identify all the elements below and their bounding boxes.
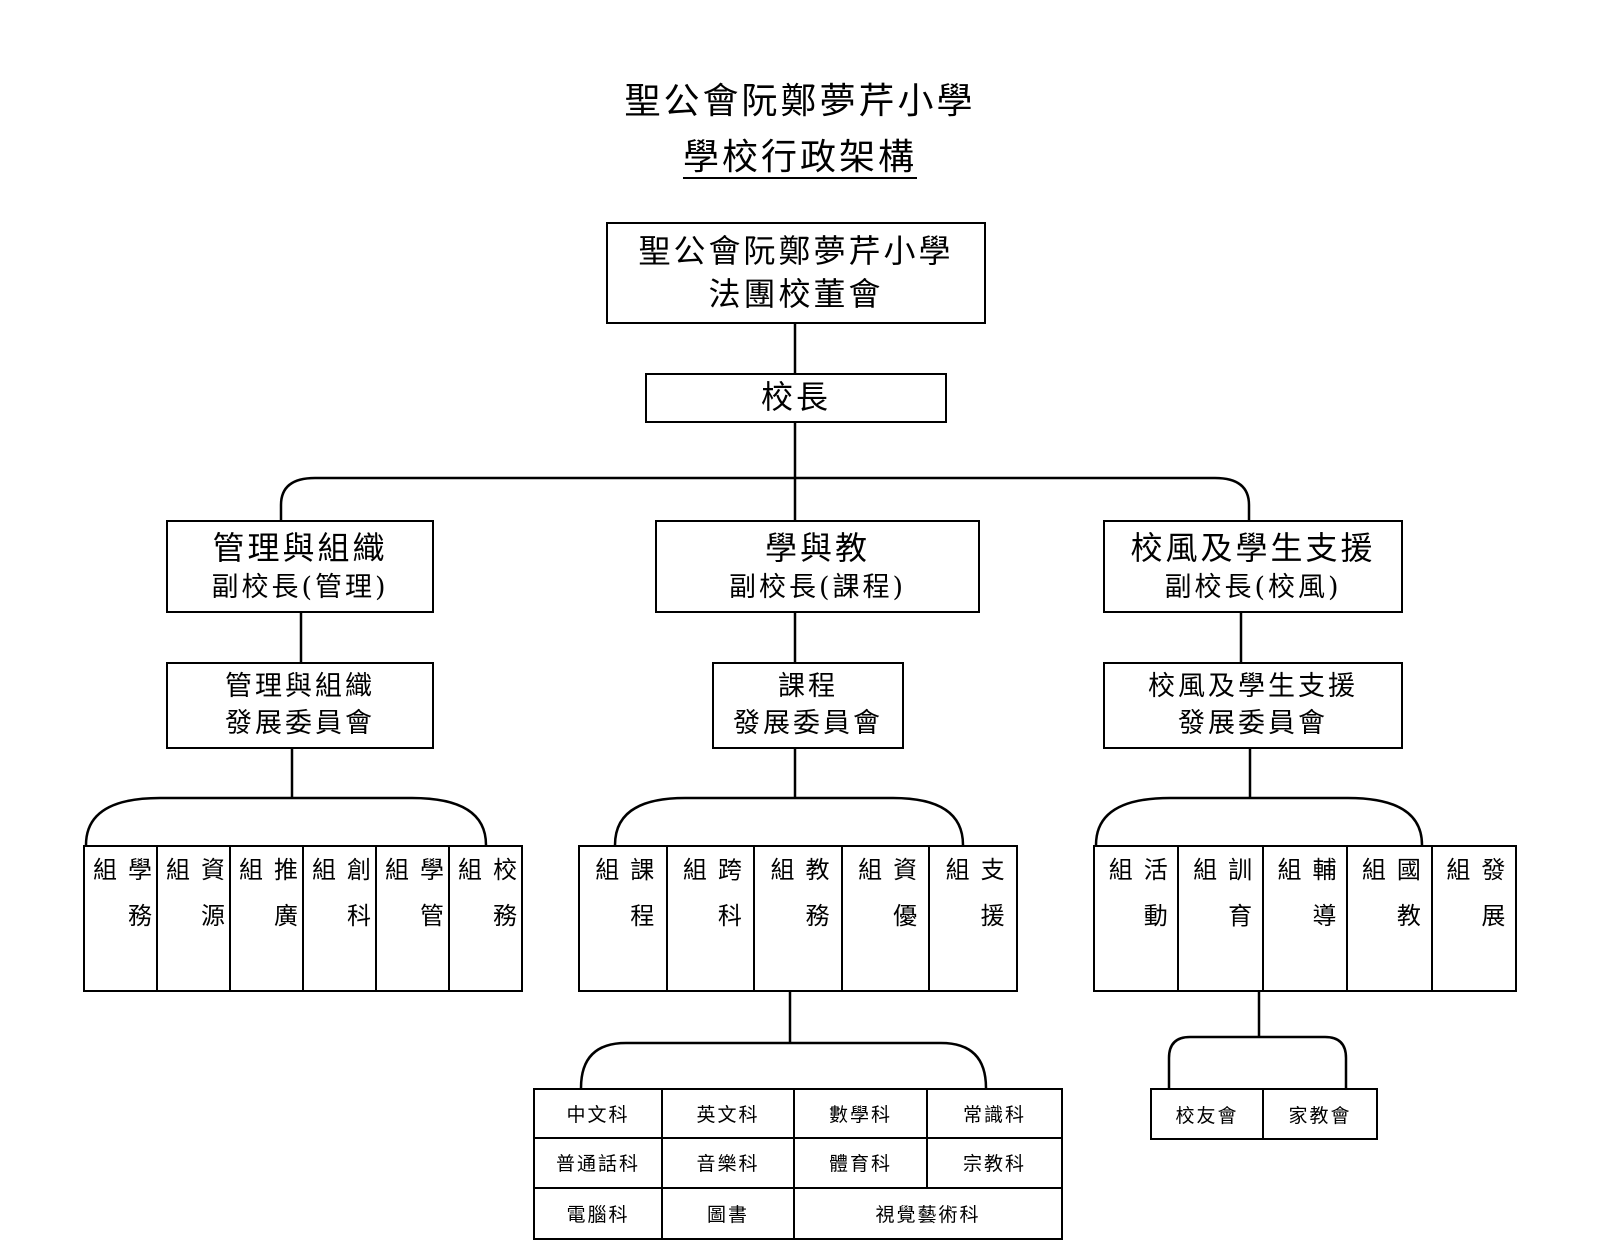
subject-cell: 音樂科: [663, 1139, 795, 1189]
groups-school-culture: 活動組 訓育組 輔導組 國教組 發展組: [1093, 845, 1517, 992]
association-cell: 家教會: [1288, 1104, 1352, 1127]
subject-cell: 電腦科: [535, 1188, 663, 1238]
subject-cell: 常識科: [928, 1090, 1061, 1140]
groups-management: 學務組 資源組 推廣組 創科組 學管組 校務組: [83, 845, 523, 992]
page-title: 聖公會阮鄭夢芹小學: [624, 81, 976, 122]
branch-vp: 副校長(課程): [728, 571, 907, 603]
branch-name: 校風及學生支援: [1130, 528, 1376, 567]
subject-cell: 體育科: [795, 1139, 928, 1189]
subject-cell: 視覺藝術科: [875, 1203, 981, 1226]
branch-name: 學與教: [764, 528, 870, 567]
group-cell: 推廣組: [229, 847, 302, 990]
board-box: 聖公會阮鄭夢芹小學 法團校董會: [606, 222, 986, 324]
committee-line2: 發展委員會: [1178, 707, 1328, 739]
group-cell: 訓育組: [1177, 847, 1261, 990]
group-cell: 資優組: [840, 847, 929, 990]
associations-row: 校友會 家教會: [1150, 1088, 1378, 1140]
subjects-grid: 中文科 英文科 數學科 常識科 普通話科 音樂科 體育科 宗教科 電腦科 圖書 …: [533, 1088, 1063, 1240]
group-cell: 發展組: [1430, 847, 1515, 990]
board-line2: 法團校董會: [708, 275, 884, 313]
subject-cell: 宗教科: [928, 1139, 1061, 1189]
groups-learning-teaching: 課程組 跨科組 教務組 資優組 支援組: [578, 845, 1018, 992]
committee-management: 管理與組織 發展委員會: [166, 662, 434, 749]
committee-line1: 課程: [778, 671, 838, 703]
subject-cell: 英文科: [663, 1090, 795, 1140]
committee-line1: 校風及學生支援: [1148, 671, 1358, 703]
group-cell: 輔導組: [1261, 847, 1346, 990]
principal-box: 校長: [645, 373, 947, 423]
group-cell: 課程組: [590, 857, 654, 949]
committee-line2: 發展委員會: [733, 707, 883, 739]
subject-cell: 圖書: [663, 1188, 795, 1238]
group-cell: 支援組: [928, 847, 1016, 990]
group-cell: 創科組: [302, 847, 375, 990]
association-cell: 校友會: [1152, 1090, 1264, 1138]
committee-line1: 管理與組織: [225, 671, 375, 703]
branch-name: 管理與組織: [212, 528, 388, 567]
group-cell: 學務組: [88, 857, 152, 949]
branch-vp: 副校長(校風): [1164, 571, 1342, 603]
subject-cell: 中文科: [535, 1090, 663, 1140]
page-subtitle: 學校行政架構: [0, 128, 1600, 180]
committee-line2: 發展委員會: [225, 707, 375, 739]
branch-management: 管理與組織 副校長(管理): [166, 520, 434, 613]
page-subtitle-text: 學校行政架構: [682, 137, 917, 178]
branch-school-culture: 校風及學生支援 副校長(校風): [1103, 520, 1403, 613]
group-cell: 校務組: [448, 847, 521, 990]
group-cell: 資源組: [156, 847, 229, 990]
board-line1: 聖公會阮鄭夢芹小學: [638, 231, 954, 270]
subject-cell: 普通話科: [535, 1139, 663, 1189]
group-cell: 活動組: [1104, 857, 1168, 949]
group-cell: 國教組: [1346, 847, 1430, 990]
subject-cell: 數學科: [795, 1090, 928, 1140]
group-cell: 教務組: [753, 847, 841, 990]
group-cell: 跨科組: [665, 847, 754, 990]
branch-learning-teaching: 學與教 副校長(課程): [655, 520, 980, 613]
committee-curriculum: 課程 發展委員會: [712, 662, 904, 749]
group-cell: 學管組: [375, 847, 448, 990]
committee-school-culture: 校風及學生支援 發展委員會: [1103, 662, 1403, 749]
branch-vp: 副校長(管理): [211, 571, 389, 603]
